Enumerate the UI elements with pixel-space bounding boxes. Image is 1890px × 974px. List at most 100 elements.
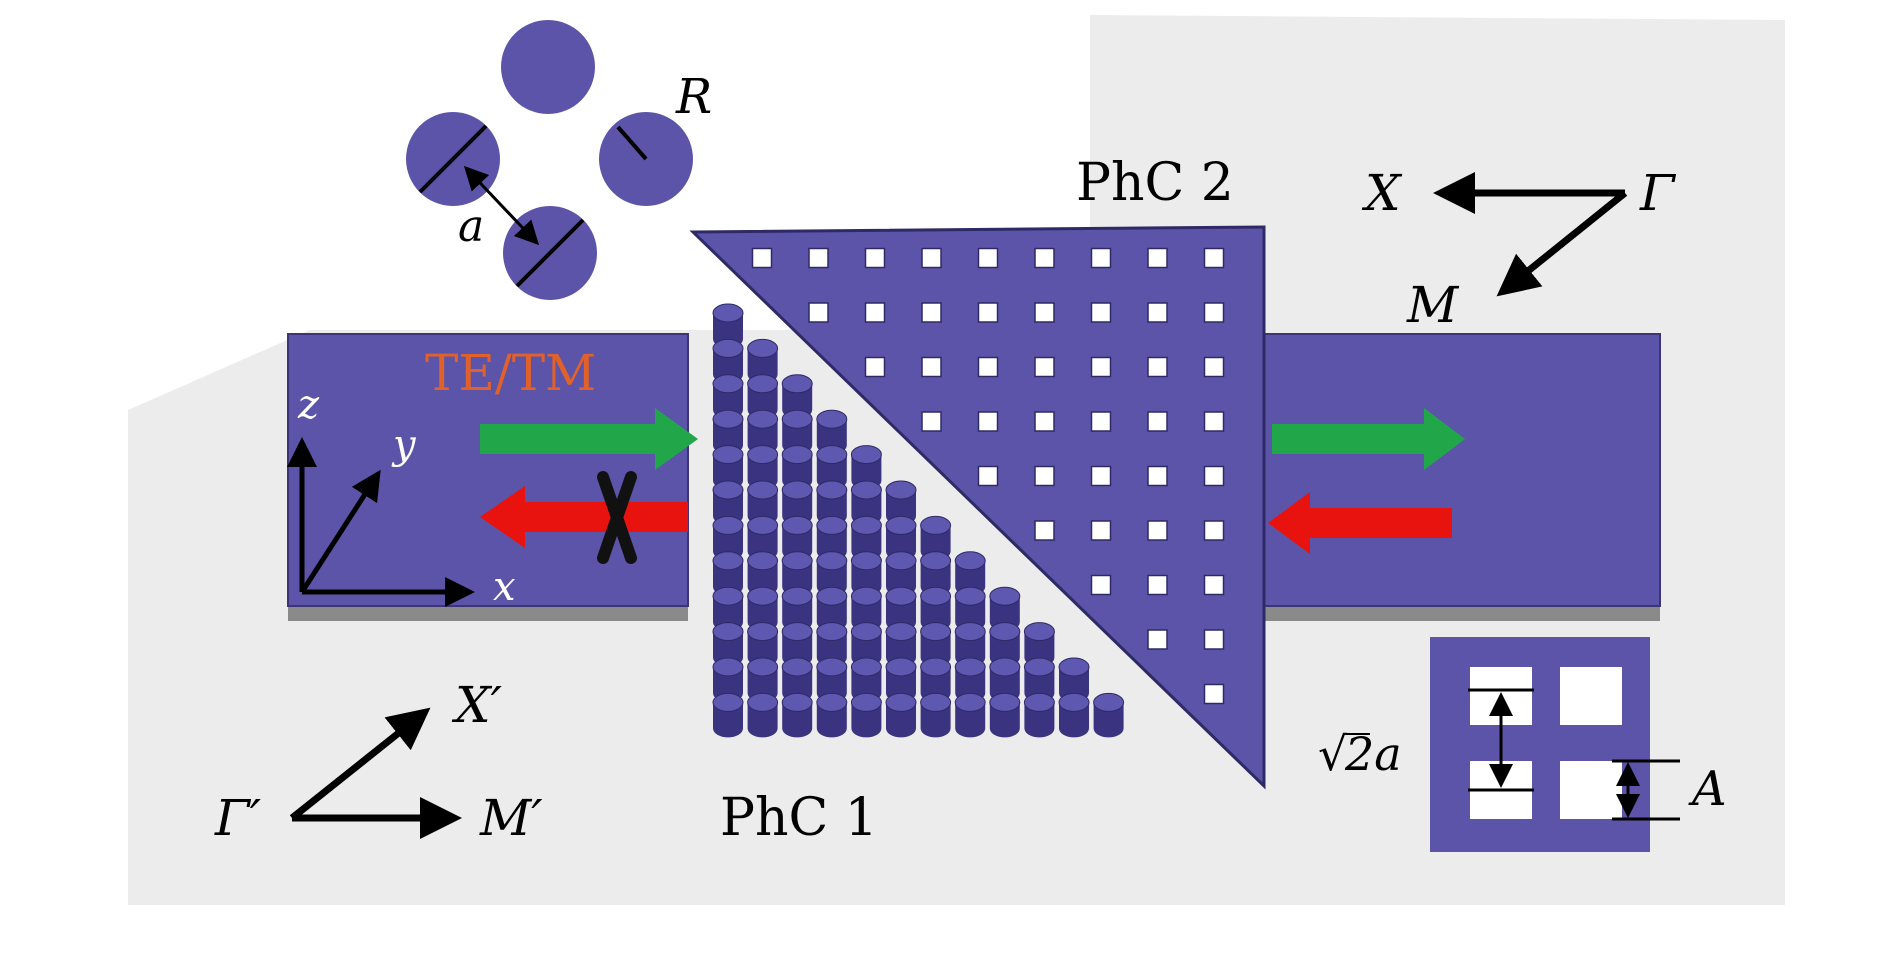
hole-unit-cell-inset: √ 2a A	[1318, 637, 1727, 852]
waveguide-right-body	[1261, 333, 1661, 607]
rod	[1023, 622, 1055, 667]
rod	[747, 409, 779, 455]
rod	[781, 409, 813, 455]
rod	[1093, 692, 1125, 738]
square-hole	[864, 302, 886, 323]
rod	[1023, 692, 1055, 738]
square-hole	[921, 247, 942, 269]
rod	[850, 622, 882, 667]
rod	[920, 551, 952, 596]
waveguide-left-bottom	[288, 606, 688, 621]
axis-x-label: x	[493, 564, 516, 610]
rod	[781, 480, 813, 525]
rod	[885, 586, 917, 632]
square-hole	[751, 247, 773, 269]
rod	[712, 622, 744, 667]
rod	[816, 409, 848, 455]
rod	[712, 409, 744, 455]
y-axis	[299, 469, 381, 594]
square-hole	[1147, 520, 1168, 541]
rod	[1058, 657, 1090, 702]
rod	[850, 657, 882, 702]
rod	[989, 586, 1021, 632]
rod	[712, 480, 744, 525]
polarization-label: TE/TM	[425, 344, 596, 402]
rod	[816, 692, 848, 738]
rod	[816, 515, 848, 561]
lattice-arrow	[463, 165, 540, 246]
square-hole	[1203, 247, 1225, 269]
rod	[781, 551, 813, 596]
rod	[781, 586, 813, 632]
square-hole	[921, 356, 942, 378]
rod	[850, 445, 882, 490]
square-hole	[1147, 302, 1168, 323]
rod	[816, 657, 848, 702]
square-hole	[1147, 411, 1168, 432]
diameter-line-left	[418, 124, 488, 194]
square-hole	[1147, 356, 1168, 378]
rod	[712, 586, 744, 632]
sym-Gamma-label: Γ	[1639, 164, 1677, 222]
square-hole	[1147, 247, 1168, 269]
rod	[747, 374, 779, 419]
diameter-line-bottom	[515, 218, 585, 288]
rod	[885, 657, 917, 702]
backward-arrow-right	[1268, 492, 1452, 554]
sym-Mp-label: M′	[479, 789, 543, 847]
phc2-hole-slab	[689, 225, 1266, 790]
rod-top	[501, 20, 595, 114]
hole-side-label: A	[1688, 761, 1727, 817]
square-hole	[977, 302, 999, 323]
rod	[850, 586, 882, 632]
square-hole	[1203, 465, 1225, 487]
phc1-rod-array	[712, 303, 1125, 738]
square-hole	[864, 356, 886, 378]
sym-Xp-label: X′	[451, 676, 503, 734]
rod	[712, 551, 744, 596]
forward-arrow-right	[1272, 408, 1465, 470]
rod	[1023, 657, 1055, 702]
rod	[816, 480, 848, 525]
square-hole	[1034, 302, 1055, 323]
rod	[920, 657, 952, 702]
rod	[747, 657, 779, 702]
sym-X-label: X	[1361, 164, 1403, 222]
square-hole	[1203, 629, 1225, 650]
rod	[747, 551, 779, 596]
square-hole	[1203, 356, 1225, 378]
square-hole	[1090, 465, 1112, 487]
square-hole	[1203, 520, 1225, 541]
rod	[850, 480, 882, 525]
square-hole	[1203, 302, 1225, 323]
rod	[885, 551, 917, 596]
square-hole	[864, 247, 886, 269]
rod	[885, 622, 917, 667]
square-hole	[1147, 465, 1168, 487]
rod	[747, 338, 779, 384]
rod	[816, 586, 848, 632]
rod	[954, 551, 986, 596]
backward-arrow-left	[480, 486, 688, 548]
symmetry-directions-phc2: X Γ M	[1361, 164, 1677, 334]
phc2-triangle	[689, 225, 1266, 790]
rod	[712, 657, 744, 702]
rod	[954, 692, 986, 738]
rod	[816, 551, 848, 596]
rod	[747, 692, 779, 738]
square-hole	[1090, 247, 1112, 269]
square-hole	[921, 411, 942, 432]
sym-M-label: M	[1406, 276, 1460, 334]
square-hole	[977, 411, 999, 432]
square-hole	[808, 302, 829, 323]
rod	[712, 445, 744, 490]
radius-label: R	[675, 69, 712, 125]
rod	[816, 445, 848, 490]
rod	[954, 622, 986, 667]
output-waveguide	[1261, 333, 1661, 621]
square-hole	[1147, 629, 1168, 650]
input-waveguide: TE/TM z y x	[287, 333, 698, 621]
square-hole	[1090, 356, 1112, 378]
square-hole	[1034, 247, 1055, 269]
